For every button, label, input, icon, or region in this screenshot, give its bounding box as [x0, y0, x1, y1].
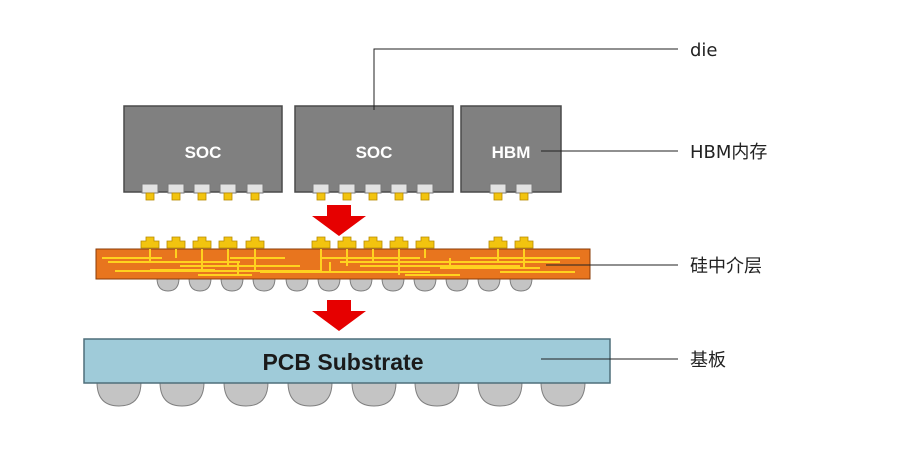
hbm-callout-label: HBM内存 — [690, 142, 767, 163]
die-pad-2 — [167, 183, 185, 194]
die-callout-label: die — [690, 40, 718, 61]
substrate-ball-6 — [414, 381, 460, 407]
die-bump-4 — [223, 192, 233, 201]
die-pad-11 — [489, 183, 507, 194]
die-pad-1 — [141, 183, 159, 194]
die-pad-6 — [312, 183, 330, 194]
substrate-ball-1 — [96, 381, 142, 407]
die-pad-8 — [364, 183, 382, 194]
substrate-ball-8 — [540, 381, 586, 407]
die-bump-7 — [342, 192, 352, 201]
substrate-ball-2 — [159, 381, 205, 407]
down-arrow-1 — [312, 205, 366, 236]
hbm-die: HBM — [460, 105, 562, 193]
silicon-interposer — [95, 236, 591, 292]
interposer-bump-7 — [337, 236, 357, 249]
substrate-ball-3 — [223, 381, 269, 407]
die-bump-6 — [316, 192, 326, 201]
die-bump-11 — [493, 192, 503, 201]
interposer-c4-balls — [156, 277, 533, 292]
interposer-ball-5 — [285, 277, 309, 292]
interposer-ball-6 — [317, 277, 341, 292]
interposer-bump-6 — [311, 236, 331, 249]
interposer-ball-9 — [413, 277, 437, 292]
down-arrow-2 — [312, 300, 366, 331]
interposer-bump-4 — [218, 236, 238, 249]
die-bump-3 — [197, 192, 207, 201]
interposer-body — [95, 248, 591, 280]
soc-die-2-body — [294, 105, 454, 193]
interposer-ball-11 — [477, 277, 501, 292]
substrate-ball-4 — [287, 381, 333, 407]
die-pad-4 — [219, 183, 237, 194]
die-pad-7 — [338, 183, 356, 194]
interposer-bump-8 — [363, 236, 383, 249]
interposer-callout-label: 硅中介层 — [690, 256, 762, 277]
interposer-bump-9 — [389, 236, 409, 249]
die-pad-5 — [246, 183, 264, 194]
hbm-die-body — [460, 105, 562, 193]
interposer-traces — [102, 249, 580, 276]
interposer-ball-8 — [381, 277, 405, 292]
die-micro-bumps — [145, 192, 529, 201]
die-pad-3 — [193, 183, 211, 194]
soc-die-1: SOC — [123, 105, 283, 193]
interposer-ball-1 — [156, 277, 180, 292]
die-bump-2 — [171, 192, 181, 201]
hbm-die-label: HBM — [492, 143, 531, 162]
interposer-bump-5 — [245, 236, 265, 249]
interposer-bump-12 — [514, 236, 534, 249]
interposer-ball-7 — [349, 277, 373, 292]
die-bump-5 — [250, 192, 260, 201]
soc-die-2: SOC — [294, 105, 454, 193]
interposer-ball-4 — [252, 277, 276, 292]
die-bump-12 — [519, 192, 529, 201]
interposer-ball-3 — [220, 277, 244, 292]
interposer-ball-2 — [188, 277, 212, 292]
substrate-solder-balls — [96, 381, 586, 407]
substrate-callout-label: 基板 — [690, 350, 726, 371]
die-bump-8 — [368, 192, 378, 201]
die-row: SOC SOC HBM — [123, 105, 562, 201]
interposer-bump-10 — [415, 236, 435, 249]
interposer-bump-11 — [488, 236, 508, 249]
substrate-ball-7 — [477, 381, 523, 407]
callouts: die HBM内存 硅中介层 基板 — [373, 40, 767, 371]
die-pad-9 — [390, 183, 408, 194]
substrate-ball-5 — [351, 381, 397, 407]
die-bump-9 — [394, 192, 404, 201]
interposer-ball-10 — [445, 277, 469, 292]
interposer-bump-2 — [166, 236, 186, 249]
die-bump-1 — [145, 192, 155, 201]
die-pad-12 — [515, 183, 533, 194]
die-pad-10 — [416, 183, 434, 194]
pcb-substrate-label: PCB Substrate — [262, 349, 423, 375]
die-bump-10 — [420, 192, 430, 201]
pcb-substrate: PCB Substrate — [83, 338, 611, 407]
substrate-body — [83, 338, 611, 384]
interposer-bump-3 — [192, 236, 212, 249]
soc-die-1-label: SOC — [185, 143, 222, 162]
interposer-ball-12 — [509, 277, 533, 292]
soc-die-1-body — [123, 105, 283, 193]
soc-die-2-label: SOC — [356, 143, 393, 162]
interposer-top-bumps — [140, 236, 534, 249]
interposer-bump-1 — [140, 236, 160, 249]
die-leader-line — [373, 48, 678, 110]
